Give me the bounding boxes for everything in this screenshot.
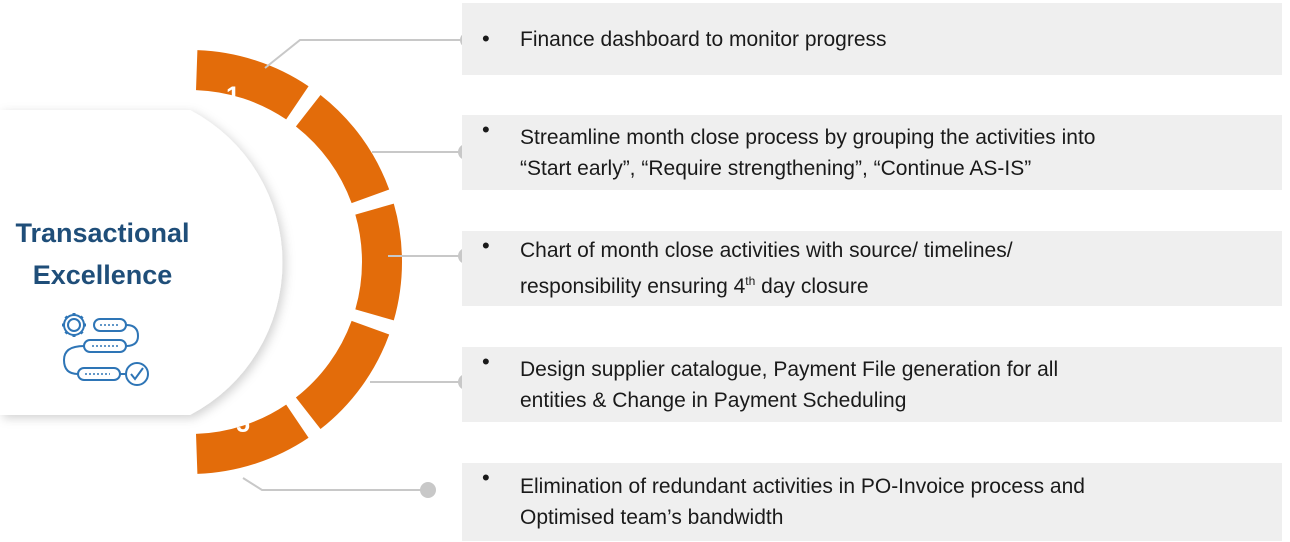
bullet: • <box>482 26 490 51</box>
item-2-line-2: “Start early”, “Require strengthening”, … <box>520 156 1032 180</box>
item-box-1: • Finance dashboard to monitor progress <box>462 3 1282 75</box>
connectors <box>242 39 468 491</box>
item-4-line-2: entities & Change in Payment Scheduling <box>520 388 907 412</box>
center-title-line-2: Excellence <box>32 260 173 290</box>
segment-number-1: 1 <box>226 82 240 110</box>
item-box-5: • Elimination of redundant activities in… <box>462 463 1282 541</box>
item-5-line-2: Optimised team’s bandwidth <box>520 506 784 529</box>
center-card <box>0 110 283 415</box>
item-text-3: Chart of month close activities with sou… <box>520 235 1013 302</box>
item-5-line-1: Elimination of redundant activities in P… <box>520 475 1085 498</box>
segment-3 <box>355 203 402 321</box>
segment-4 <box>295 320 390 430</box>
item-text-1: Finance dashboard to monitor progress <box>520 27 887 51</box>
connector-dot-5 <box>420 482 436 498</box>
segment-number-5: 5 <box>236 410 250 438</box>
item-box-3: • Chart of month close activities with s… <box>462 231 1282 306</box>
item-text-5: Elimination of redundant activities in P… <box>520 471 1085 533</box>
item-3-superscript: th <box>745 274 756 288</box>
bullet: • <box>482 233 490 258</box>
segment-number-3: 3 <box>338 248 352 276</box>
segment-number-2: 2 <box>311 150 325 178</box>
item-3-line-2-post: day closure <box>755 275 869 298</box>
item-box-4: • Design supplier catalogue, Payment Fil… <box>462 347 1282 422</box>
segment-number-4: 4 <box>305 344 319 372</box>
segment-2 <box>295 94 390 204</box>
process-flow-gear-check-icon <box>62 313 149 386</box>
item-text-4: Design supplier catalogue, Payment File … <box>520 354 1058 416</box>
segment-5 <box>196 404 309 474</box>
segments-layer <box>196 50 402 474</box>
item-3-line-1: Chart of month close activities with sou… <box>520 239 1013 262</box>
connector-1 <box>264 39 468 69</box>
bullet: • <box>482 349 490 374</box>
item-2-line-1: Streamline month close process by groupi… <box>520 125 1096 149</box>
connector-5 <box>242 477 428 491</box>
item-text-2: Streamline month close process by groupi… <box>520 122 1095 184</box>
segment-1 <box>196 50 309 120</box>
bullet: • <box>482 117 490 142</box>
item-4-line-1: Design supplier catalogue, Payment File … <box>520 357 1059 381</box>
center-title-line-1: Transactional <box>15 218 190 248</box>
item-box-2: • Streamline month close process by grou… <box>462 115 1282 190</box>
bullet: • <box>482 465 490 490</box>
item-3-line-2-pre: responsibility ensuring 4 <box>520 275 746 298</box>
